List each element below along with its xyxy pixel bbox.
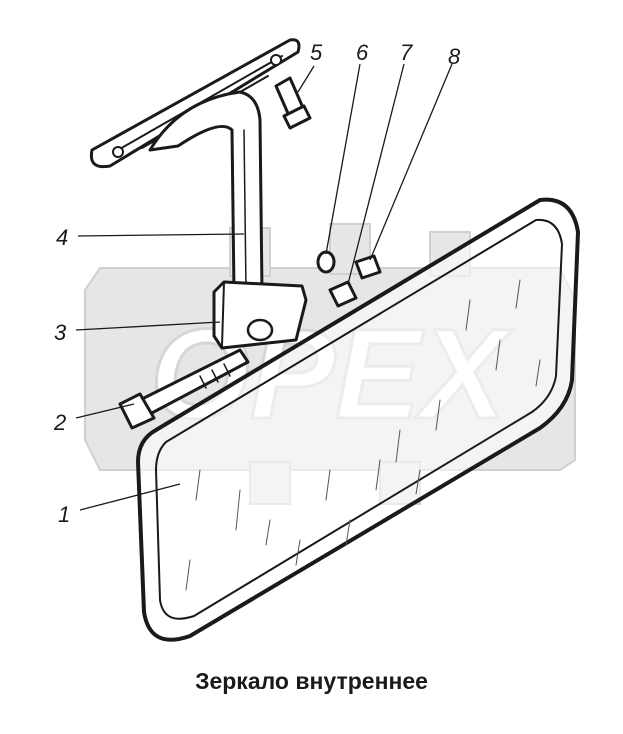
callout-label-7: 7 xyxy=(400,40,413,65)
leader-7 xyxy=(347,63,405,285)
mirror-stem xyxy=(148,90,264,294)
callout-label-1: 1 xyxy=(58,502,70,527)
callout-label-8: 8 xyxy=(448,44,461,69)
leader-5 xyxy=(297,65,315,93)
callout-label-6: 6 xyxy=(356,40,369,65)
leader-lines xyxy=(75,63,453,511)
leader-1 xyxy=(79,483,181,511)
callout-label-3: 3 xyxy=(54,320,67,345)
screw xyxy=(274,76,312,130)
callout-labels: 1 2 3 4 5 6 7 8 xyxy=(53,40,461,527)
leader-4 xyxy=(77,233,245,237)
clamp-block xyxy=(212,280,308,350)
callout-label-4: 4 xyxy=(56,225,68,250)
figure-caption: Зеркало внутреннее xyxy=(195,668,428,694)
callout-label-5: 5 xyxy=(310,40,323,65)
bolt xyxy=(118,348,250,430)
callout-label-2: 2 xyxy=(53,410,66,435)
leader-3 xyxy=(75,321,221,331)
leader-8 xyxy=(369,63,453,261)
leader-6 xyxy=(325,63,361,255)
mounting-bracket xyxy=(89,38,301,169)
mirror-glass xyxy=(136,197,580,642)
small-fasteners xyxy=(316,250,382,308)
leader-2 xyxy=(75,403,135,419)
